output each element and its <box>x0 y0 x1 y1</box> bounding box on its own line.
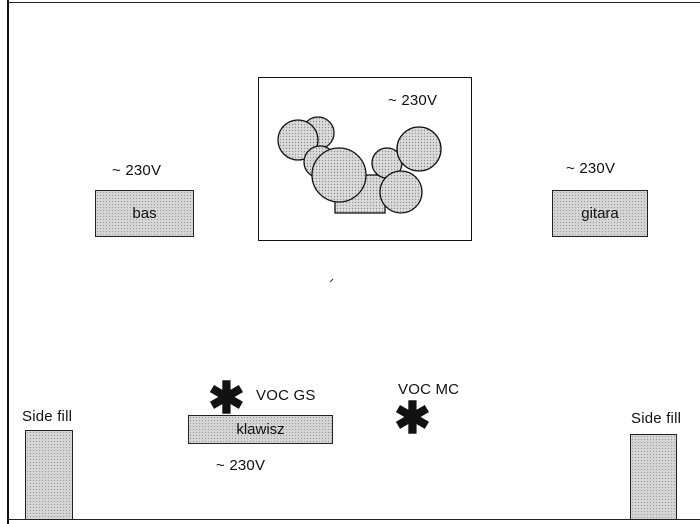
voc-gs-mic-icon: ✱ <box>208 374 245 423</box>
voc-mc-label: VOC MC <box>398 381 460 398</box>
drum-power-label: ~ 230V <box>388 92 438 109</box>
keyboard-power-label: ~ 230V <box>216 457 266 474</box>
frame-top-border <box>7 2 700 3</box>
drum-kick <box>311 147 367 203</box>
side-fill-left-monitor <box>25 430 73 520</box>
stray-mark <box>329 278 334 283</box>
bass-label: bas <box>132 205 157 222</box>
guitar-label: gitara <box>581 205 619 222</box>
drum-floor-tom <box>379 170 423 214</box>
bass-amp: bas <box>95 190 194 237</box>
voc-mc-mic-icon: ✱ <box>394 394 431 443</box>
side-fill-left-label: Side fill <box>22 408 73 425</box>
guitar-amp: gitara <box>552 190 648 237</box>
keyboard-stand: klawisz <box>188 415 333 444</box>
drum-cymbal-right <box>396 126 442 172</box>
bass-power-label: ~ 230V <box>112 162 162 179</box>
side-fill-right-monitor <box>630 434 677 520</box>
side-fill-right-label: Side fill <box>631 410 682 427</box>
frame-left-border <box>7 0 9 524</box>
voc-gs-label: VOC GS <box>256 387 316 404</box>
guitar-power-label: ~ 230V <box>566 160 616 177</box>
frame-bottom-border <box>7 519 700 520</box>
keyboard-label: klawisz <box>236 421 285 438</box>
drum-cymbal-left <box>277 119 319 161</box>
